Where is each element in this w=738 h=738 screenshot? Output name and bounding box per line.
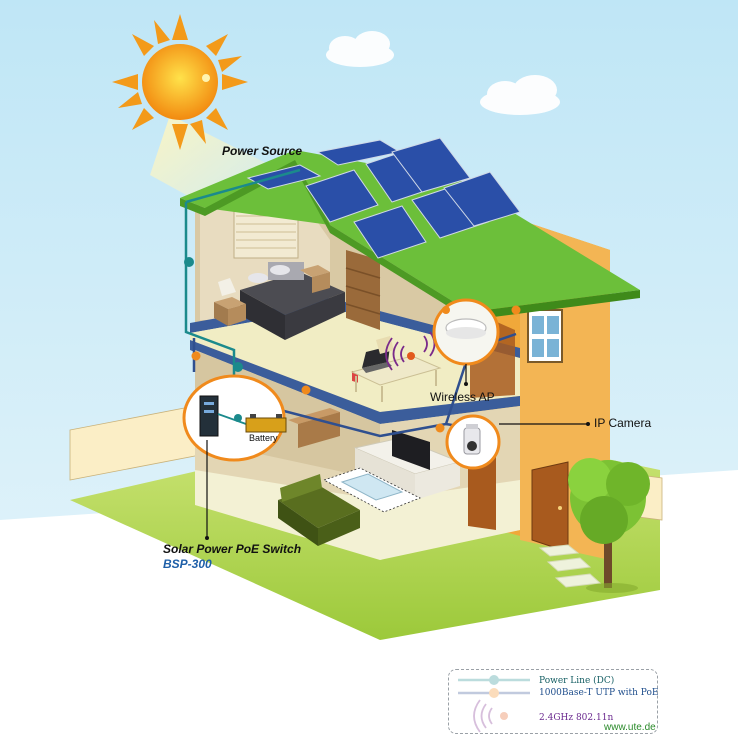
power-source-label: Power Source bbox=[222, 144, 303, 158]
upper-floor-area bbox=[190, 308, 520, 412]
cloud-right-icon bbox=[480, 75, 560, 115]
front-door bbox=[531, 461, 569, 553]
nightstand-right bbox=[300, 265, 330, 293]
ip-camera-label: IP Camera bbox=[594, 416, 652, 430]
solar-panels bbox=[246, 137, 521, 259]
poe-badge-icon bbox=[191, 305, 521, 433]
switch-title-label: Solar Power PoE Switch bbox=[163, 542, 302, 556]
wireless-ap-callout bbox=[432, 298, 500, 386]
sideboard bbox=[288, 408, 340, 448]
wifi-waves-icon bbox=[385, 331, 436, 371]
switch-callout bbox=[182, 374, 286, 462]
upper-floor-edge bbox=[190, 340, 520, 424]
legend-wifi-label: 2.4GHz 802.11n bbox=[539, 713, 614, 723]
desk bbox=[350, 355, 442, 402]
switch-model-label: BSP-300 bbox=[163, 557, 212, 571]
sofa bbox=[278, 474, 360, 546]
legend-power-line-label: Power Line (DC) bbox=[539, 676, 615, 686]
wireless-ap-label: Wireless AP bbox=[430, 390, 495, 404]
coffee-table bbox=[340, 473, 404, 501]
ip-camera-callout bbox=[445, 414, 590, 470]
battery-icon bbox=[245, 414, 287, 433]
watermark: www.ute.de bbox=[604, 722, 656, 733]
side-window bbox=[527, 309, 563, 363]
wifi-badge-icon bbox=[407, 352, 415, 360]
legend-box: Power Line (DC) 1000Base-T UTP with PoE … bbox=[448, 669, 658, 734]
legend-utp-poe-label: 1000Base-T UTP with PoE bbox=[539, 688, 659, 698]
dc-badge-icon bbox=[184, 257, 243, 372]
tv-icon bbox=[392, 430, 430, 470]
tree-icon bbox=[568, 458, 650, 588]
bed bbox=[240, 262, 345, 340]
nightstand-with-lamp bbox=[214, 278, 246, 326]
battery-label: Battery bbox=[249, 433, 278, 443]
sun-icon bbox=[112, 14, 248, 150]
cloud-left-icon bbox=[326, 31, 394, 67]
stepping-stones bbox=[538, 544, 602, 588]
switch-pointer-dot bbox=[205, 536, 209, 540]
tree-shadow bbox=[586, 583, 638, 593]
